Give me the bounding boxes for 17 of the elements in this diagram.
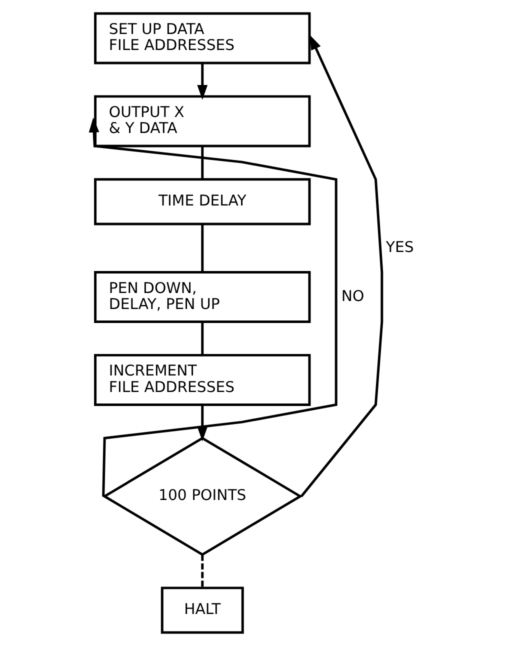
connector <box>201 554 204 588</box>
arrow <box>197 404 208 442</box>
arrow <box>300 34 384 498</box>
edge-label: YES <box>386 238 414 256</box>
connector <box>201 146 204 179</box>
node-box: INCREMENT FILE ADDRESSES <box>94 354 311 406</box>
connector <box>201 322 204 355</box>
arrow <box>89 117 338 496</box>
node-diamond: 100 POINTS <box>102 436 303 556</box>
node-box: OUTPUT X & Y DATA <box>94 95 311 148</box>
arrow <box>197 63 208 100</box>
node-box: PEN DOWN, DELAY, PEN UP <box>94 271 311 323</box>
connector <box>201 224 204 272</box>
edge-label: NO <box>341 286 364 305</box>
node-box: SET UP DATA FILE ADDRESSES <box>94 12 311 64</box>
node-box: TIME DELAY <box>94 178 311 226</box>
node-box: HALT <box>160 586 244 634</box>
